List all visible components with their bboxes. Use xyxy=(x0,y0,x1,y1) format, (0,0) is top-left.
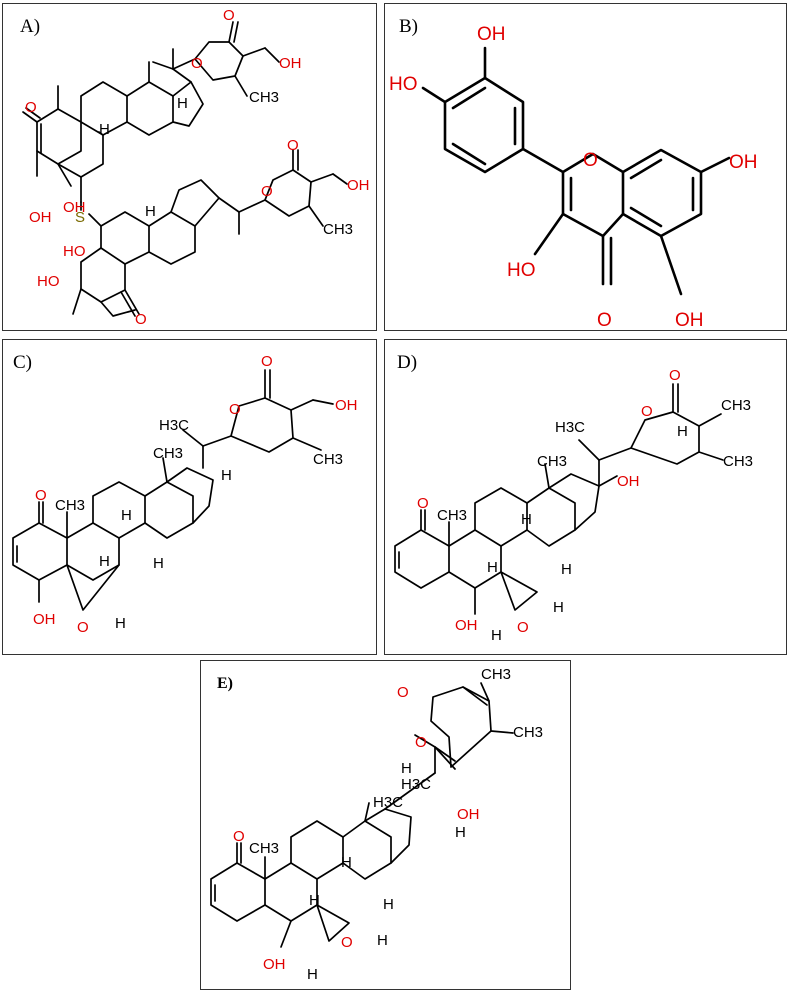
panel-b: B) OH HO O OH HO O OH xyxy=(384,3,787,331)
atom-o-c-epox: O xyxy=(77,619,89,636)
atom-o-e-carbonyl: O xyxy=(397,684,409,701)
atom-h-d4: H xyxy=(491,627,502,644)
atom-h-d2: H xyxy=(521,511,532,528)
panel-c: C) O OH O O O OH CH3 CH3 H3C CH3 H H H xyxy=(2,339,377,655)
panel-e: E) O OH O OH O O CH3 H3C H3C CH3 CH3 H H xyxy=(200,660,571,990)
atom-oh-c1: OH xyxy=(33,611,56,628)
atom-h-e2: H xyxy=(455,824,466,841)
atom-h-e7: H xyxy=(377,932,388,949)
atom-h3c-e1: H3C xyxy=(373,794,403,811)
atom-o-carbonyl-1: O xyxy=(223,7,235,24)
atom-o-e-epox: O xyxy=(341,934,353,951)
atom-s: S xyxy=(75,209,85,226)
atom-ho-b2: HO xyxy=(507,260,536,281)
atom-ho-1: HO xyxy=(63,243,86,260)
atom-h-c2: H xyxy=(121,507,132,524)
atom-o-d1: O xyxy=(417,495,429,512)
panel-label-e: E) xyxy=(217,675,233,692)
atom-o-ring-1: O xyxy=(191,55,203,72)
atom-ch3-e1: CH3 xyxy=(249,840,279,857)
panel-label-a: A) xyxy=(20,16,41,37)
atom-oh-1: OH xyxy=(29,209,52,226)
atom-ho-b1: HO xyxy=(389,74,418,95)
atom-h-e6: H xyxy=(307,966,318,983)
atom-o-ketone: O xyxy=(25,99,37,116)
atom-oh-2: OH xyxy=(63,199,86,216)
atom-h-d3: H xyxy=(561,561,572,578)
atom-oh-3: OH xyxy=(279,55,302,72)
panel-label-c: C) xyxy=(13,352,32,373)
atom-h-1: H xyxy=(99,121,110,138)
atom-ch3-e2: CH3 xyxy=(481,666,511,683)
atom-oh-b1: OH xyxy=(477,24,506,45)
atom-h-c4: H xyxy=(221,467,232,484)
atom-oh-e2: OH xyxy=(457,806,480,823)
atom-o-ring-2: O xyxy=(261,183,273,200)
atom-o-c-ring: O xyxy=(229,401,241,418)
atom-ch3-1: CH3 xyxy=(249,89,279,106)
atom-o-e1: O xyxy=(233,828,245,845)
atom-oh-b3: OH xyxy=(675,310,704,331)
panel-label-b: B) xyxy=(399,16,418,37)
atom-ch3-d4: CH3 xyxy=(723,453,753,470)
atom-h-2: H xyxy=(177,95,188,112)
atom-h-c3: H xyxy=(153,555,164,572)
atom-o-d-ring: O xyxy=(641,403,653,420)
atom-oh-b2: OH xyxy=(729,152,758,173)
atom-ch3-c2: CH3 xyxy=(153,445,183,462)
panel-a: A) xyxy=(2,3,377,331)
atom-h-3: H xyxy=(145,203,156,220)
atom-h-c5: H xyxy=(115,615,126,632)
atom-ch3-2: CH3 xyxy=(323,221,353,238)
atom-h3c-e2: H3C xyxy=(401,776,431,793)
atom-o-carbonyl-2: O xyxy=(287,137,299,154)
atom-ch3-c3: CH3 xyxy=(313,451,343,468)
atom-h-c1: H xyxy=(99,553,110,570)
atom-oh-c2: OH xyxy=(335,397,358,414)
atom-o-d-epox: O xyxy=(517,619,529,636)
atom-o-b-carbonyl: O xyxy=(597,310,612,331)
panel-label-d: D) xyxy=(397,352,418,373)
atom-h3c-c: H3C xyxy=(159,417,189,434)
structure-d: O OH O OH O O CH3 CH3 H3C CH3 CH3 H H H … xyxy=(394,367,753,644)
panel-d: D) O OH O OH O O CH3 CH3 H3C CH3 CH3 H H xyxy=(384,339,787,655)
atom-o-ketone-2: O xyxy=(135,311,147,328)
atom-h-d1: H xyxy=(487,559,498,576)
atom-h-e4: H xyxy=(341,854,352,871)
atom-ch3-d1: CH3 xyxy=(437,507,467,524)
atom-o-e-ring: O xyxy=(415,734,427,751)
atom-oh-e1: OH xyxy=(263,956,286,973)
atom-h-e3: H xyxy=(309,892,320,909)
atom-o-c1: O xyxy=(35,487,47,504)
atom-ch3-d3: CH3 xyxy=(721,397,751,414)
atom-o-d-carbonyl: O xyxy=(669,367,681,384)
atom-h-d5: H xyxy=(553,599,564,616)
atom-o-c-carbonyl: O xyxy=(261,353,273,370)
atom-oh-4: OH xyxy=(347,177,370,194)
structure-e: O OH O OH O O CH3 H3C H3C CH3 CH3 H H H … xyxy=(210,666,543,983)
atom-ch3-d2: CH3 xyxy=(537,453,567,470)
atom-h-e1: H xyxy=(401,760,412,777)
atom-oh-d1: OH xyxy=(455,617,478,634)
atom-h-d6: H xyxy=(677,423,688,440)
atom-h3c-d: H3C xyxy=(555,419,585,436)
structure-c: O OH O O O OH CH3 CH3 H3C CH3 H H H H H xyxy=(12,353,358,636)
atom-ch3-e3: CH3 xyxy=(513,724,543,741)
atom-ho-2: HO xyxy=(37,273,60,290)
structure-b: OH HO O OH HO O OH xyxy=(389,24,758,331)
atom-oh-d2: OH xyxy=(617,473,640,490)
structure-a: O OH OH O O OH S HO HO O O O OH H H CH3 … xyxy=(22,7,370,328)
atom-ch3-c1: CH3 xyxy=(55,497,85,514)
atom-h-e5: H xyxy=(383,896,394,913)
atom-o-b-ring: O xyxy=(583,150,598,171)
